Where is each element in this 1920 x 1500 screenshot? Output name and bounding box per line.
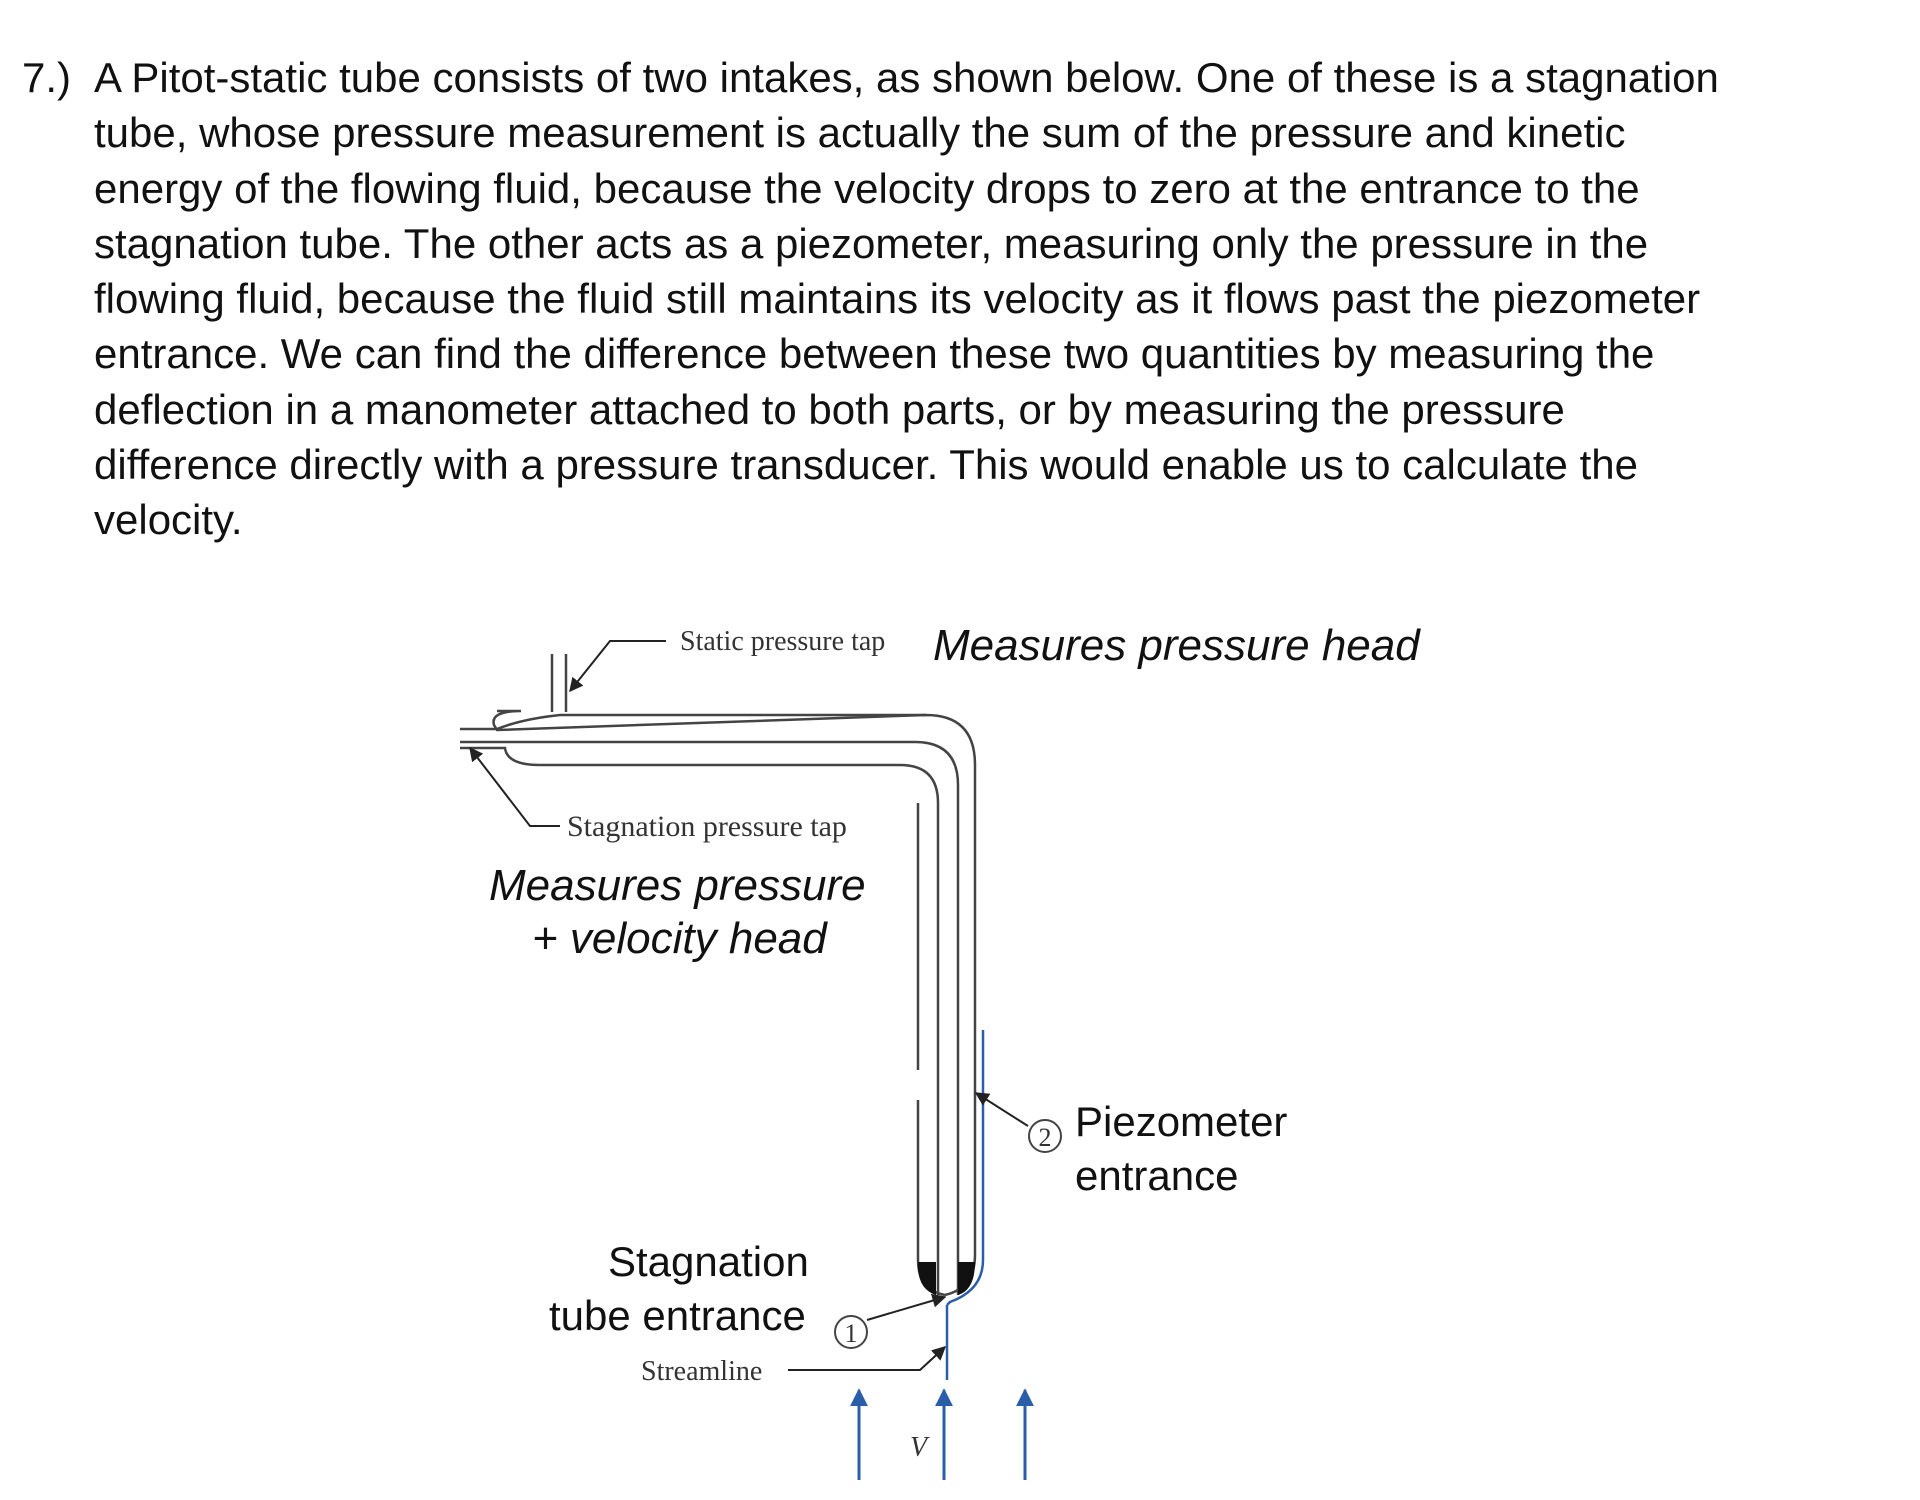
problem-line: tube, whose pressure measurement is actu… — [94, 109, 1626, 157]
problem-line: flowing fluid, because the fluid still m… — [94, 275, 1701, 323]
stagnation-tap-note: Measures pressure — [489, 861, 866, 910]
problem-number: 7.) — [22, 54, 72, 101]
problem-line: velocity. — [94, 496, 243, 544]
velocity-arrows — [850, 1388, 1034, 1480]
piezometer-label: Piezometer — [1075, 1098, 1287, 1145]
point-2-marker — [1028, 1119, 1062, 1153]
static-tap-note: Measures pressure head — [933, 621, 1421, 670]
static-tap-label: Static pressure tap — [680, 626, 885, 657]
problem-line: stagnation tube. The other acts as a pie… — [94, 219, 1649, 267]
problem-line: difference directly with a pressure tran… — [94, 441, 1638, 489]
problem-statement: 7.) A Pitot-static tube consists of two … — [22, 50, 1882, 548]
stagnation-tap-label: Stagnation pressure tap — [567, 810, 847, 843]
streamline — [945, 1030, 985, 1380]
tube-nose — [918, 1262, 975, 1295]
problem-line: energy of the flowing fluid, because the… — [94, 164, 1640, 212]
problem-line: A Pitot-static tube consists of two inta… — [94, 54, 1719, 101]
stagnation-tap-note: + velocity head — [532, 914, 828, 963]
static-tap-leader — [569, 640, 666, 693]
streamline-label: Streamline — [641, 1356, 762, 1387]
point-1-marker — [834, 1315, 868, 1349]
problem-line: entrance. We can find the difference bet… — [94, 330, 1655, 378]
pitot-tube-body — [460, 654, 977, 1297]
stagnation-tap-leader — [469, 746, 560, 827]
problem-line: deflection in a manometer attached to bo… — [94, 385, 1565, 433]
piezometer-leader — [974, 1092, 1029, 1127]
point-1-label: 1 — [845, 1319, 858, 1348]
stagnation-entrance-label: tube entrance — [549, 1292, 806, 1339]
stagnation-entrance-label: Stagnation — [608, 1238, 809, 1285]
stagnation-entrance-leader — [866, 1293, 947, 1321]
point-2-label: 2 — [1039, 1123, 1052, 1152]
piezometer-label: entrance — [1075, 1152, 1238, 1199]
problem-text: A Pitot-static tube consists of two inta… — [94, 50, 1844, 548]
velocity-label: V — [910, 1432, 930, 1463]
streamline-leader — [788, 1346, 947, 1371]
